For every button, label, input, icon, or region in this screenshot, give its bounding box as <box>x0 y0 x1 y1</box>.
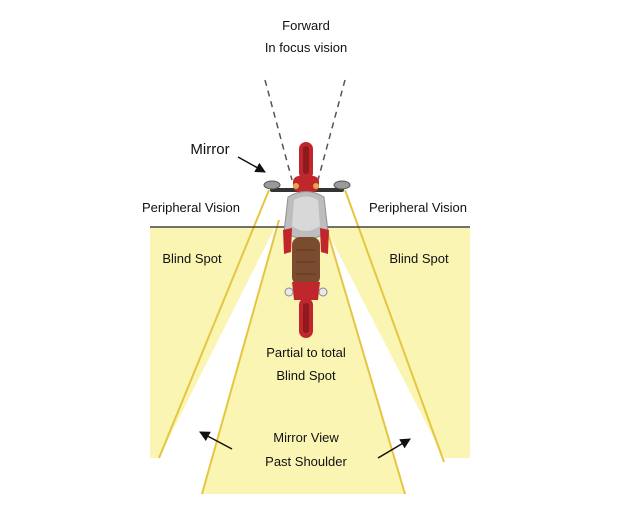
center-zone-right-edge <box>323 219 406 495</box>
motorcycle-icon <box>263 142 351 338</box>
mirror-view-zone-center <box>202 227 405 494</box>
partial-blind-spot-label-line1: Partial to total <box>266 345 346 360</box>
in-focus-vision-label: In focus vision <box>265 40 347 55</box>
mirror-label: Mirror <box>190 141 229 158</box>
mirror-arrow-icon <box>237 156 266 173</box>
partial-blind-spot-label-line2: Blind Spot <box>276 368 336 383</box>
peripheral-vision-left-label: Peripheral Vision <box>142 200 240 215</box>
right-mirror-icon <box>333 180 351 190</box>
blind-spot-right-label: Blind Spot <box>389 251 449 266</box>
peripheral-vision-right-label: Peripheral Vision <box>369 200 467 215</box>
left-mirror-icon <box>263 180 281 190</box>
focus-line-right <box>317 79 346 181</box>
left-mirror-sightline <box>158 189 270 459</box>
mirror-view-label-line2: Past Shoulder <box>265 454 347 469</box>
blind-spot-left-label: Blind Spot <box>162 251 222 266</box>
blind-spot-zone-right <box>325 227 470 458</box>
blind-spot-zone-left <box>150 227 275 458</box>
mirror-view-label-line1: Mirror View <box>273 430 339 445</box>
mirror-view-right-arrow-icon <box>377 438 411 459</box>
forward-label: Forward <box>282 18 330 33</box>
right-mirror-sightline <box>344 189 445 463</box>
mirror-view-left-arrow-icon <box>199 431 233 450</box>
center-zone-left-edge <box>201 219 280 495</box>
focus-line-left <box>264 79 293 181</box>
